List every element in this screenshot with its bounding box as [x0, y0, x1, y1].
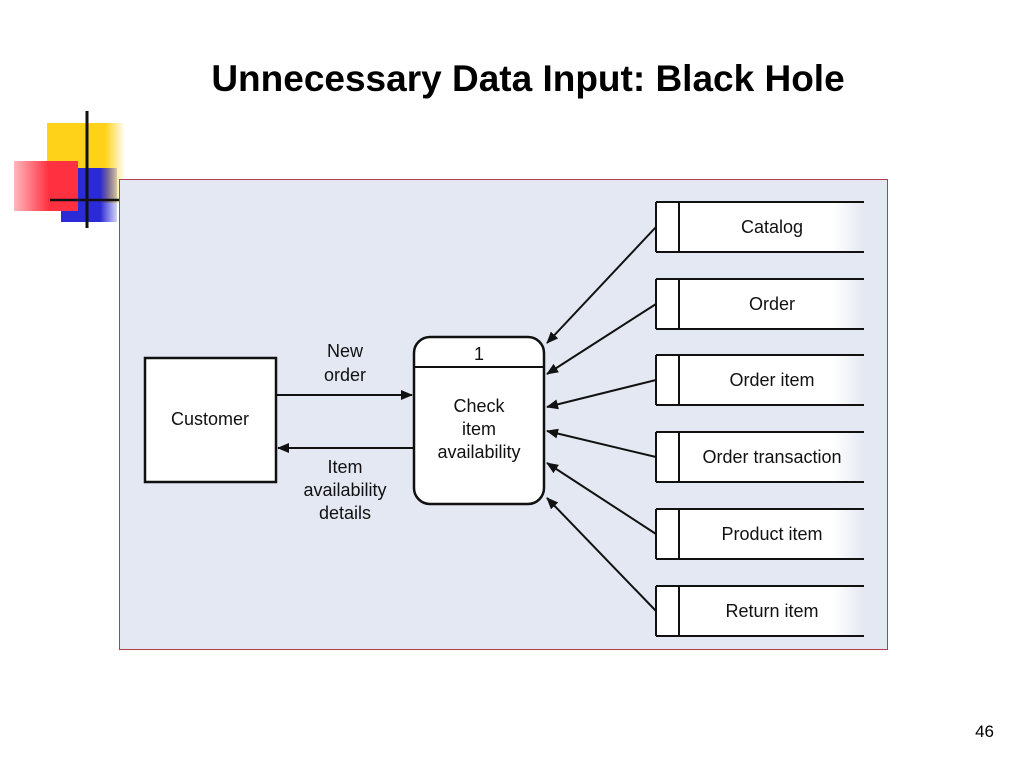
- flow-order-item-to-process: [546, 379, 657, 410]
- process-number: 1: [474, 344, 484, 364]
- deco-red-square: [14, 161, 78, 211]
- data-store-return-item: Return item: [655, 585, 864, 637]
- flow-return-item-to-process: [546, 497, 657, 612]
- data-store-catalog-label: Catalog: [741, 217, 803, 237]
- flow-order-to-process: [546, 303, 657, 375]
- customer-entity: Customer: [143, 356, 278, 484]
- data-store-order-transaction: Order transaction: [655, 431, 864, 483]
- decorative-squares: [14, 111, 135, 228]
- flow-new-order-label-1: New: [327, 341, 364, 361]
- data-store-order-transaction-label: Order transaction: [702, 447, 841, 467]
- data-store-order-label: Order: [749, 294, 795, 314]
- data-store-product-item: Product item: [655, 508, 864, 560]
- flow-order-transaction-to-process: [546, 428, 657, 458]
- process-label-line-3: availability: [437, 442, 520, 462]
- page-number: 46: [975, 722, 994, 741]
- flow-item-availability-details: Item availability details: [277, 443, 414, 523]
- data-store-order-item-label: Order item: [729, 370, 814, 390]
- flow-product-item-to-process: [546, 462, 657, 535]
- data-store-product-item-label: Product item: [721, 524, 822, 544]
- flow-new-order-label-2: order: [324, 365, 366, 385]
- process-label-line-1: Check: [453, 396, 505, 416]
- data-store-order-item: Order item: [655, 354, 864, 406]
- flow-output-label-2: availability: [303, 480, 386, 500]
- data-flow-diagram: Customer 1 Check item availability New o…: [119, 179, 888, 650]
- data-store-catalog: Catalog: [655, 201, 864, 253]
- customer-label: Customer: [171, 409, 249, 429]
- diagram-canvas: Customer 1 Check item availability New o…: [119, 179, 888, 650]
- process-label-line-2: item: [462, 419, 496, 439]
- data-store-return-item-label: Return item: [725, 601, 818, 621]
- slide-title: Unnecessary Data Input: Black Hole: [211, 58, 845, 99]
- data-store-order: Order: [655, 278, 864, 330]
- flow-output-label-1: Item: [327, 457, 362, 477]
- flow-output-label-3: details: [319, 503, 371, 523]
- process-check-item-availability: 1 Check item availability: [412, 335, 546, 506]
- flow-new-order: New order: [276, 341, 413, 400]
- flow-catalog-to-process: [546, 226, 657, 344]
